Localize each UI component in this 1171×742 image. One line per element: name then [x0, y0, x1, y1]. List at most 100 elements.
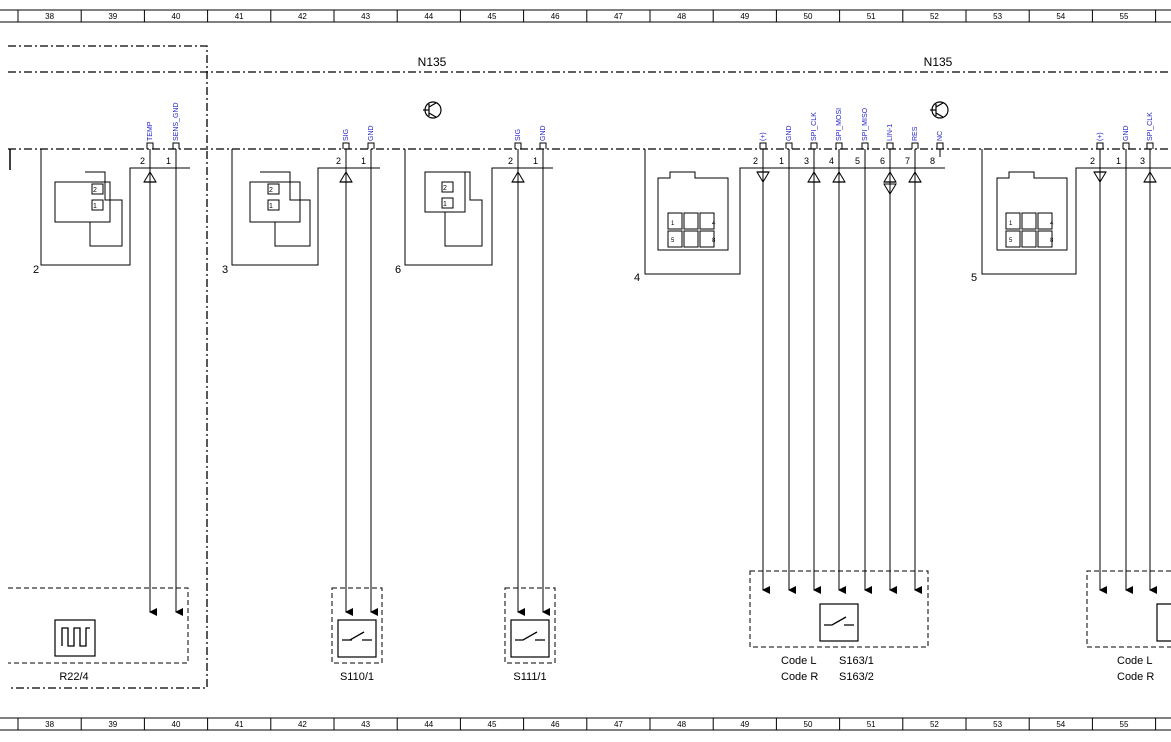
- pin-signal-label: SIG: [343, 129, 350, 141]
- code-label: Code R: [781, 671, 818, 683]
- cavity-label: 1: [1009, 221, 1013, 227]
- component-box-s111-1: [504, 587, 556, 664]
- pin-terminal: [146, 142, 154, 149]
- grid-column-label: 38: [45, 720, 54, 729]
- component-label: S110/1: [340, 671, 374, 683]
- grid-column-label: 54: [1056, 12, 1065, 21]
- pin-terminal: [835, 142, 843, 149]
- component-box-s163: [749, 570, 929, 648]
- component-box-s110-1: [331, 587, 383, 664]
- grid-column-label: 54: [1056, 720, 1065, 729]
- connector-2: [9, 149, 190, 266]
- cavity-label: 5: [1009, 238, 1013, 244]
- cavity-label: 1: [671, 221, 675, 227]
- pin-terminal: [1096, 142, 1104, 149]
- connector-id: 5: [971, 272, 977, 284]
- grid-column-label: 39: [108, 12, 117, 21]
- pin-signal-label: SPI_CLK: [811, 112, 818, 141]
- grid-column-label: 41: [235, 720, 244, 729]
- pin-number: 2: [1090, 156, 1095, 166]
- cavity-label: 8: [712, 238, 716, 244]
- transistor-icon: [930, 101, 949, 119]
- grid-column-label: 42: [298, 720, 307, 729]
- pin-signal-label: SPI_MISO: [862, 107, 869, 141]
- pin-number: 3: [1140, 156, 1145, 166]
- connector-id: 6: [395, 264, 401, 276]
- pin-terminal: [936, 142, 944, 149]
- unit-label-n135-right: N135: [924, 55, 953, 69]
- grid-column-label: 44: [424, 720, 433, 729]
- pin-terminal: [342, 142, 350, 149]
- pin-signal-label: GND: [368, 125, 375, 141]
- connector-4: [644, 149, 945, 275]
- pin-number: 7: [905, 156, 910, 166]
- connector-id: 2: [33, 264, 39, 276]
- pin-number: 1: [1116, 156, 1121, 166]
- grid-column-label: 47: [614, 720, 623, 729]
- pin-terminal: [785, 142, 793, 149]
- grid-column-label: 40: [172, 12, 181, 21]
- pin-terminal: [759, 142, 767, 149]
- pin-number: 2: [140, 156, 145, 166]
- pin-signal-label: SPI_MOSI: [836, 108, 843, 141]
- grid-column-label: 50: [804, 720, 813, 729]
- connector-6: [404, 149, 553, 266]
- unit-label-n135-left: N135: [418, 55, 447, 69]
- heater-element-icon: [61, 627, 90, 647]
- pin-terminal: [810, 142, 818, 149]
- cavity-label: 4: [712, 221, 716, 227]
- cavity-label: 5: [671, 238, 675, 244]
- pin-terminal: [886, 142, 894, 149]
- pin-number: 2: [753, 156, 758, 166]
- connector-3: [231, 149, 380, 266]
- grid-column-label: 39: [108, 720, 117, 729]
- pin-signal-label: NC: [937, 131, 944, 141]
- pin-number: 3: [804, 156, 809, 166]
- pin-terminal: [1146, 142, 1154, 149]
- pin-number: 5: [855, 156, 860, 166]
- grid-column-label: 53: [993, 720, 1002, 729]
- pin-terminal: [539, 142, 547, 149]
- pin-terminal: [514, 142, 522, 149]
- connector-5: [981, 149, 1171, 275]
- pin-number: 1: [779, 156, 784, 166]
- cavity-label: 1: [443, 201, 447, 208]
- pin-signal-label: GND: [540, 125, 547, 141]
- cavity-label: 2: [269, 187, 273, 194]
- grid-column-label: 46: [551, 720, 560, 729]
- pin-number: 6: [880, 156, 885, 166]
- grid-column-label: 48: [677, 12, 686, 21]
- grid-column-label: 51: [867, 720, 876, 729]
- grid-column-label: 53: [993, 12, 1002, 21]
- pin-number: 1: [166, 156, 171, 166]
- cavity-label: 8: [1050, 238, 1054, 244]
- pin-signal-label: LIN-1: [887, 124, 894, 141]
- pin-number: 4: [829, 156, 834, 166]
- wires: TEMP2SENS_GND1SIG2GND1SIG2GND1(+)2GND1SP…: [140, 102, 1157, 616]
- component-label: S163/1: [839, 655, 874, 667]
- switch-icon: [824, 616, 854, 626]
- transistor-icon: [423, 101, 442, 119]
- grid-column-label: 48: [677, 720, 686, 729]
- grid-column-label: 43: [361, 12, 370, 21]
- pin-number: 1: [361, 156, 366, 166]
- cavity-label: 4: [1050, 221, 1054, 227]
- grid-column-label: 51: [867, 12, 876, 21]
- component-box-r22-4: [8, 587, 189, 664]
- grid-column-label: 50: [804, 12, 813, 21]
- grid-column-label: 44: [424, 12, 433, 21]
- component-label: S111/1: [513, 671, 546, 683]
- grid-column-label: 55: [1120, 12, 1129, 21]
- component-label: S163/2: [839, 671, 874, 683]
- grid-column-label: 47: [614, 12, 623, 21]
- cavity-label: 2: [93, 187, 97, 194]
- pin-signal-label: GND: [786, 125, 793, 141]
- grid-column-label: 38: [45, 12, 54, 21]
- grid-column-label: 55: [1120, 720, 1129, 729]
- code-label: Code L: [781, 655, 816, 667]
- pin-signal-label: RES: [912, 126, 919, 141]
- module-boundary: [8, 45, 1171, 689]
- grid-column-label: 52: [930, 720, 939, 729]
